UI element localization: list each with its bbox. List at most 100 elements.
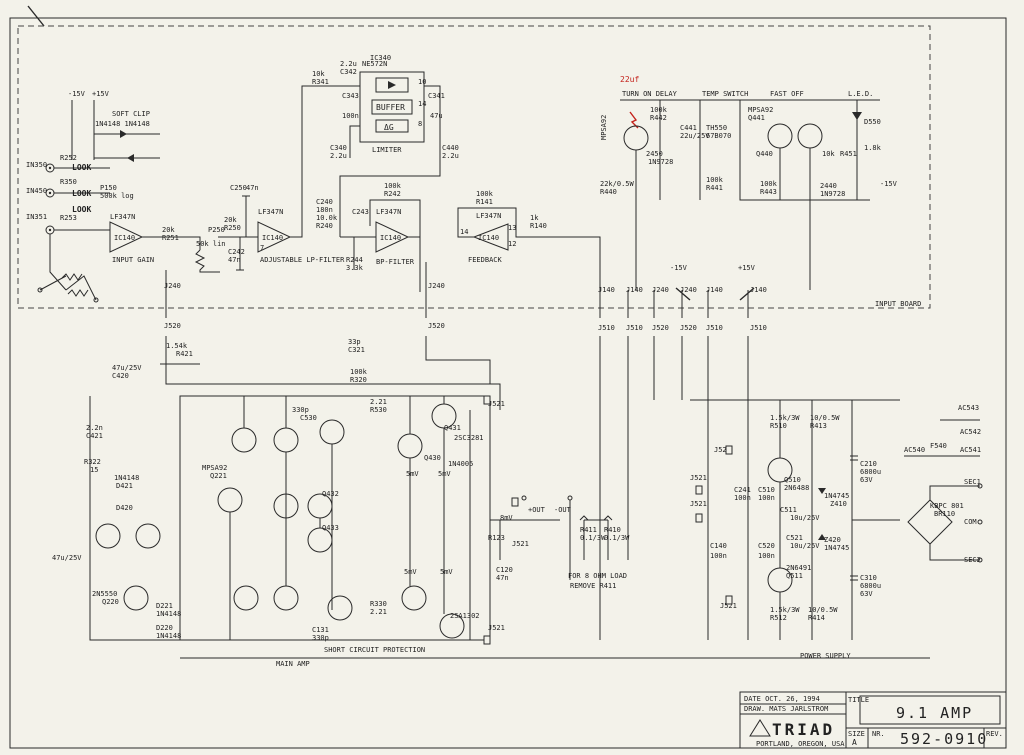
sheet-border — [9, 17, 1007, 749]
svg-text:C530: C530 — [300, 414, 317, 422]
svg-text:R240: R240 — [316, 222, 333, 230]
svg-text:R141: R141 — [476, 198, 493, 206]
limiter-ic: NE572N IC340 BUFFER ΔG LIMITER 10k R341 … — [312, 54, 459, 237]
svg-text:R414: R414 — [808, 614, 825, 622]
input-board-label: INPUT BOARD — [875, 300, 921, 308]
svg-text:2.2u: 2.2u — [340, 60, 357, 68]
svg-text:47n: 47n — [496, 574, 509, 582]
svg-text:Q432: Q432 — [322, 490, 339, 498]
svg-text:C343: C343 — [342, 92, 359, 100]
svg-text:C521: C521 — [786, 534, 803, 542]
svg-text:A: A — [852, 738, 857, 747]
svg-text:R250: R250 — [224, 224, 241, 232]
input-board-outline — [17, 25, 931, 309]
svg-text:13: 13 — [508, 224, 516, 232]
svg-text:REMOVE R411: REMOVE R411 — [570, 582, 616, 590]
svg-text:2.2u: 2.2u — [330, 152, 347, 160]
svg-text:P150: P150 — [100, 184, 117, 192]
svg-text:BR110: BR110 — [934, 510, 955, 518]
svg-text:180n: 180n — [316, 206, 333, 214]
drawing-number: 592-0910 — [900, 730, 988, 748]
svg-text:C242: C242 — [228, 248, 245, 256]
svg-text:5mV: 5mV — [406, 470, 419, 478]
svg-text:63V: 63V — [860, 590, 873, 598]
svg-text:R512: R512 — [770, 614, 787, 622]
svg-text:R320: R320 — [350, 376, 367, 384]
svg-text:1N4745: 1N4745 — [824, 492, 849, 500]
svg-text:J521: J521 — [690, 474, 707, 482]
svg-text:1N9728: 1N9728 — [648, 158, 673, 166]
svg-text:2N6488: 2N6488 — [784, 484, 809, 492]
svg-text:100k: 100k — [476, 190, 494, 198]
svg-text:100k: 100k — [384, 182, 402, 190]
svg-text:C510: C510 — [758, 486, 775, 494]
svg-text:-15V: -15V — [880, 180, 898, 188]
svg-text:2N6491: 2N6491 — [786, 564, 811, 572]
svg-text:1N4148 1N4148: 1N4148 1N4148 — [95, 120, 150, 128]
svg-text:LF347N: LF347N — [476, 212, 501, 220]
svg-text:KBPC 801: KBPC 801 — [930, 502, 964, 510]
svg-text:C342: C342 — [340, 68, 357, 76]
svg-text:2450: 2450 — [646, 150, 663, 158]
svg-text:C250: C250 — [230, 184, 247, 192]
svg-text:C421: C421 — [86, 432, 103, 440]
svg-text:R440: R440 — [600, 188, 617, 196]
svg-text:C140: C140 — [710, 542, 727, 550]
svg-text:ADJUSTABLE LP-FILTER: ADJUSTABLE LP-FILTER — [260, 256, 345, 264]
svg-text:10u/25V: 10u/25V — [790, 542, 820, 550]
svg-text:MPSA92: MPSA92 — [202, 464, 227, 472]
svg-text:47n: 47n — [246, 184, 259, 192]
svg-text:C341: C341 — [428, 92, 445, 100]
svg-text:2SA1302: 2SA1302 — [450, 612, 480, 620]
svg-text:J240: J240 — [680, 286, 697, 294]
svg-text:C243: C243 — [352, 208, 369, 216]
svg-text:R253: R253 — [60, 214, 77, 222]
svg-text:100k: 100k — [760, 180, 778, 188]
svg-text:2440: 2440 — [820, 182, 837, 190]
svg-text:Q431: Q431 — [444, 424, 461, 432]
svg-text:0.1/3W: 0.1/3W — [580, 534, 606, 542]
svg-text:100n: 100n — [734, 494, 751, 502]
svg-text:J240: J240 — [164, 282, 181, 290]
svg-text:R252: R252 — [60, 154, 77, 162]
svg-text:3.3k: 3.3k — [346, 264, 364, 272]
svg-text:FEEDBACK: FEEDBACK — [468, 256, 503, 264]
svg-text:1N4148: 1N4148 — [114, 474, 139, 482]
svg-text:LF347N: LF347N — [110, 213, 135, 221]
svg-text:J140: J140 — [750, 286, 767, 294]
svg-text:1.5k/3W: 1.5k/3W — [770, 606, 800, 614]
svg-text:AC543: AC543 — [958, 404, 979, 412]
svg-text:10.0k: 10.0k — [316, 214, 338, 222]
svg-text:INPUT GAIN: INPUT GAIN — [112, 256, 154, 264]
svg-text:100k: 100k — [350, 368, 368, 376]
svg-text:C340: C340 — [330, 144, 347, 152]
svg-text:D550: D550 — [864, 118, 881, 126]
svg-text:R421: R421 — [176, 350, 193, 358]
svg-text:R140: R140 — [530, 222, 547, 230]
svg-text:J521: J521 — [488, 400, 505, 408]
svg-text:100k: 100k — [706, 176, 724, 184]
jack-in351-label: IN351 — [26, 213, 47, 221]
svg-text:10k: 10k — [312, 70, 325, 78]
svg-text:TH550: TH550 — [706, 124, 727, 132]
svg-text:47n: 47n — [228, 256, 241, 264]
svg-text:1N4005: 1N4005 — [448, 460, 473, 468]
svg-text:R442: R442 — [650, 114, 667, 122]
svg-text:C321: C321 — [348, 346, 365, 354]
red-mark — [629, 111, 639, 129]
svg-text:MAIN AMP: MAIN AMP — [276, 660, 310, 668]
svg-text:100n: 100n — [758, 552, 775, 560]
svg-text:500k log: 500k log — [100, 192, 134, 200]
svg-text:J521: J521 — [512, 540, 529, 548]
svg-text:C511: C511 — [780, 506, 797, 514]
svg-text:R341: R341 — [312, 78, 329, 86]
svg-text:C440: C440 — [442, 144, 459, 152]
svg-text:J520: J520 — [652, 324, 669, 332]
svg-text:J510: J510 — [626, 324, 643, 332]
svg-text:5mV: 5mV — [438, 470, 451, 478]
svg-text:COM: COM — [964, 518, 977, 526]
handwritten-note: 22uf — [620, 75, 639, 84]
svg-text:67B070: 67B070 — [706, 132, 731, 140]
svg-text:5mV: 5mV — [440, 568, 453, 576]
